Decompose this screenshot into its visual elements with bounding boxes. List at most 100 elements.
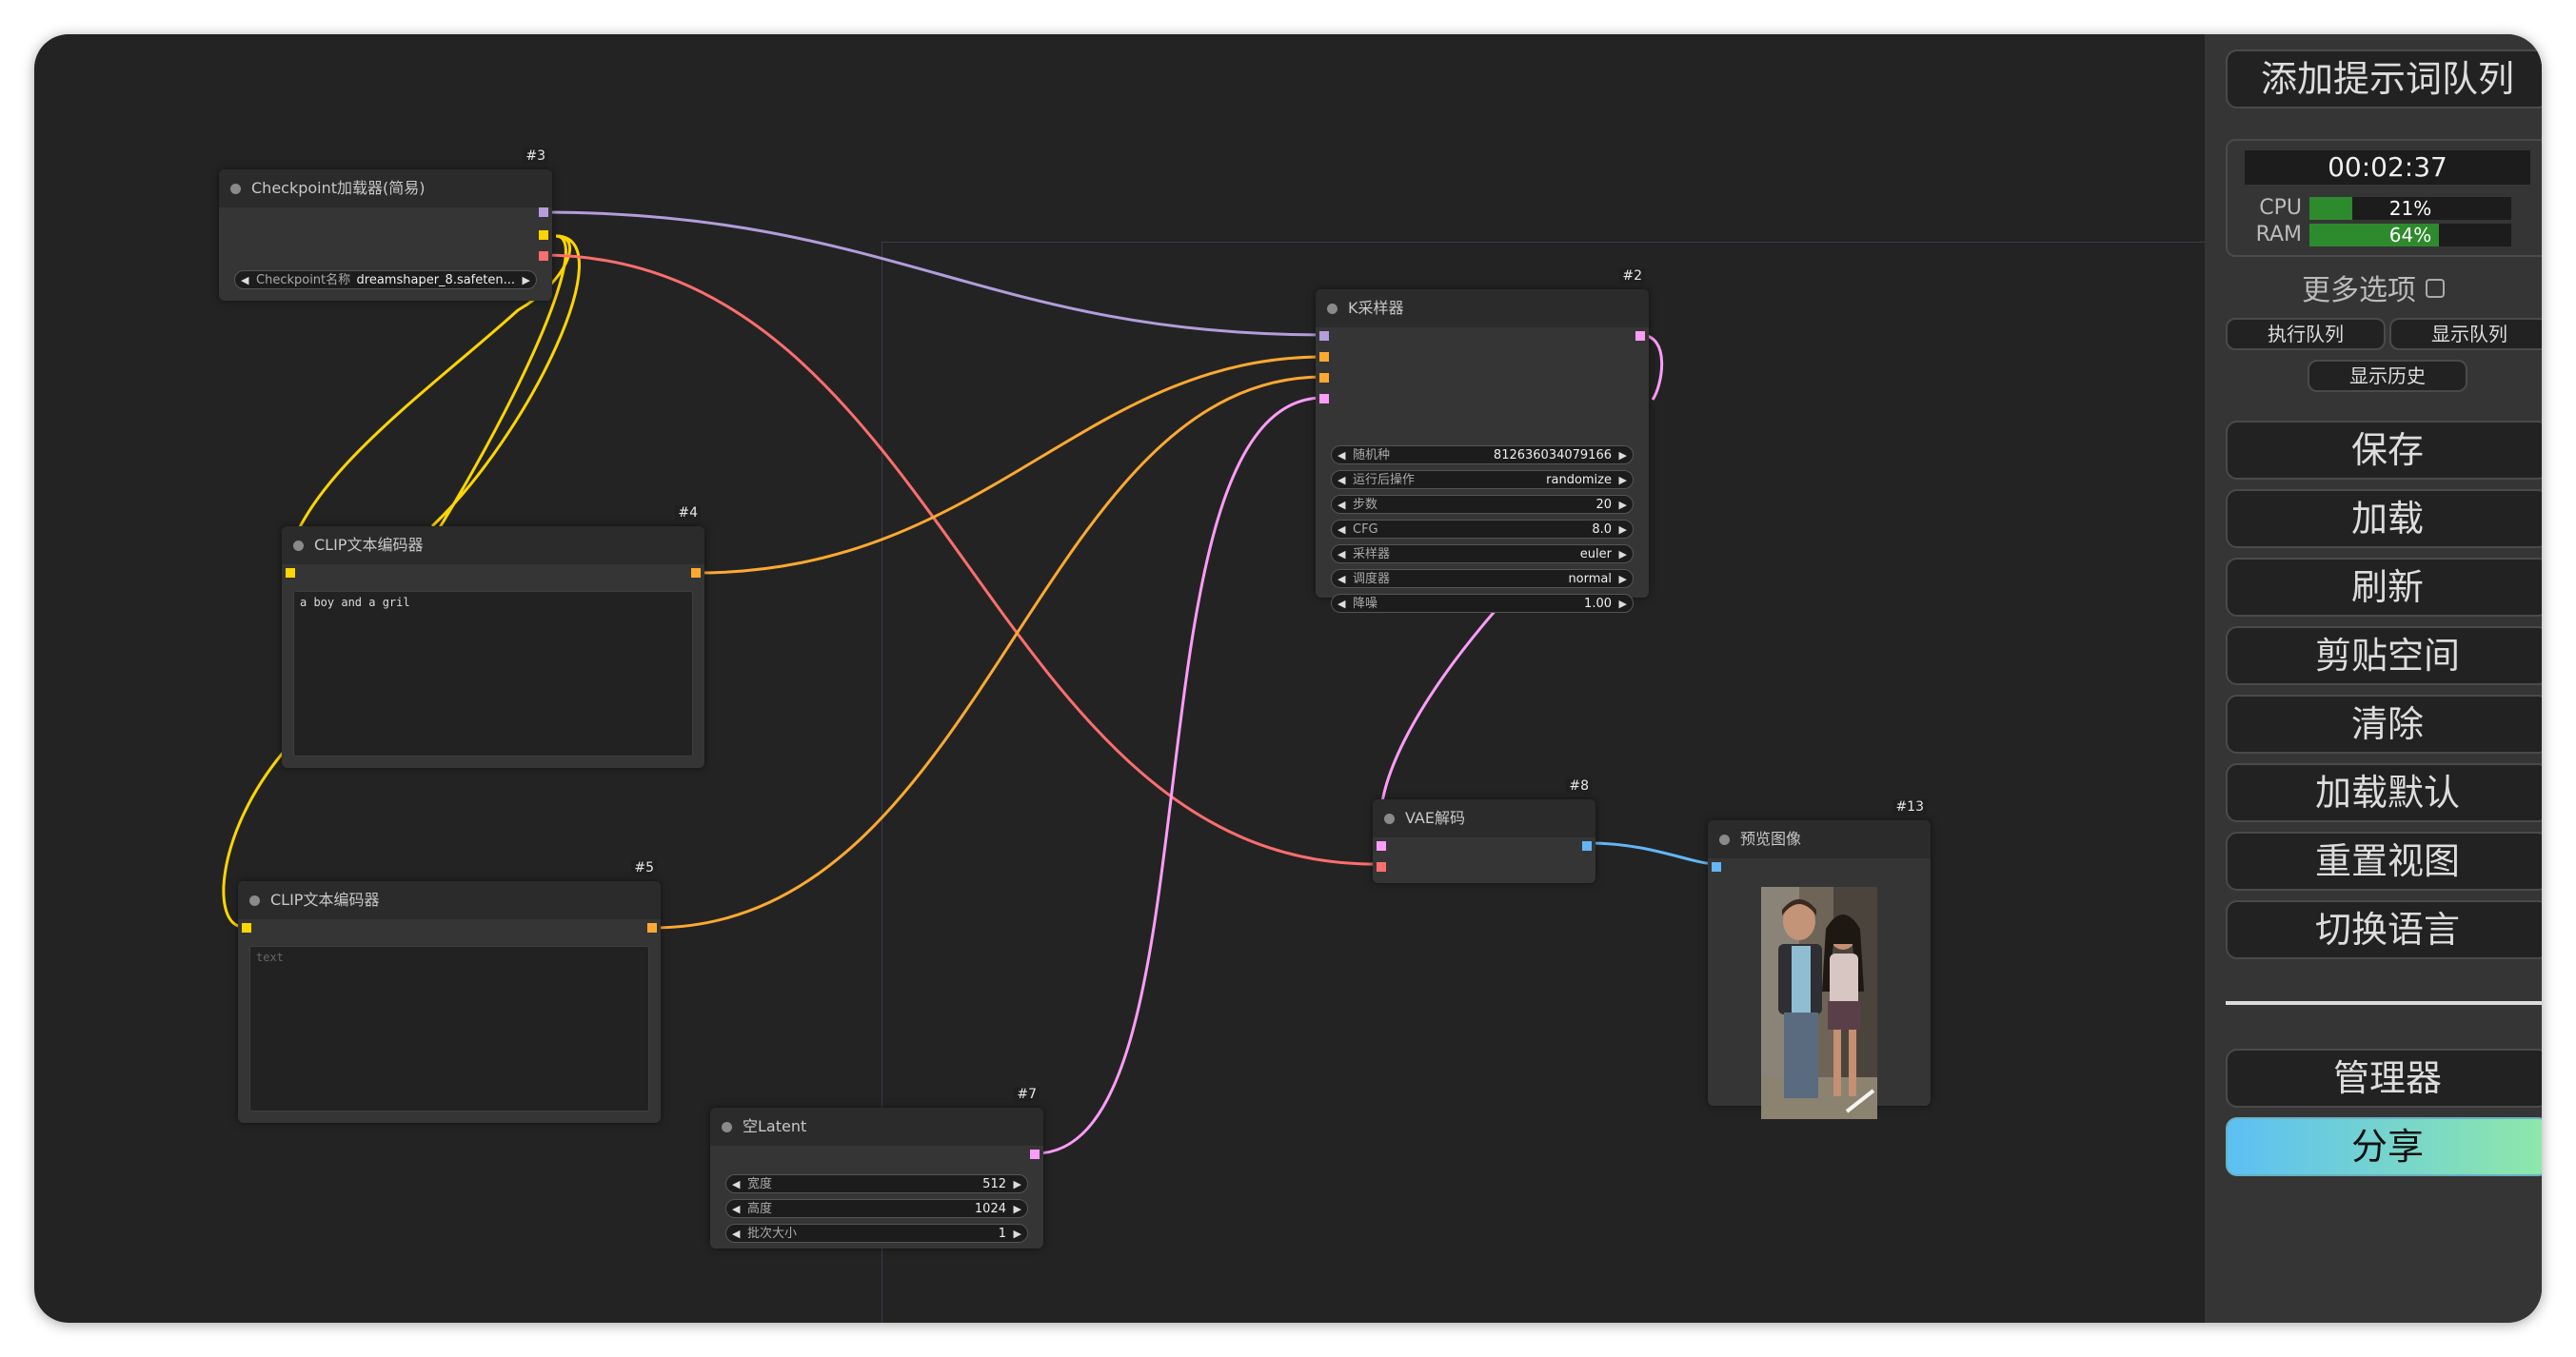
decrement-arrow-icon[interactable]: ◀ <box>732 1228 741 1240</box>
decrement-arrow-icon[interactable]: ◀ <box>732 1178 741 1190</box>
empty-latent-node[interactable]: #7 空Latent ◀ 宽度 512 ▶ ◀ 高度 1024 ▶ ◀ 批次大小… <box>710 1087 1043 1249</box>
checkbox-icon[interactable] <box>2426 279 2445 298</box>
node-title[interactable]: K采样器 <box>1316 289 1649 327</box>
widget-label: 高度 <box>747 1202 773 1216</box>
node-title[interactable]: Checkpoint加载器(简易) <box>219 169 552 207</box>
cfg-widget[interactable]: ◀ CFG 8.0 ▶ <box>1331 520 1634 539</box>
input-port-samples[interactable] <box>1377 841 1386 851</box>
checkpoint-loader-node[interactable]: #3 Checkpoint加载器(简易) ◀ Checkpoint名称 drea… <box>219 148 552 301</box>
increment-arrow-icon[interactable]: ▶ <box>1013 1178 1021 1190</box>
decrement-arrow-icon[interactable]: ◀ <box>1338 598 1346 610</box>
decrement-arrow-icon[interactable]: ◀ <box>1338 573 1346 585</box>
decrement-arrow-icon[interactable]: ◀ <box>241 274 249 286</box>
collapse-dot-icon[interactable] <box>1384 814 1395 824</box>
input-port-positive[interactable] <box>1319 352 1329 362</box>
decrement-arrow-icon[interactable]: ◀ <box>732 1203 741 1215</box>
output-port-latent[interactable] <box>1635 331 1645 341</box>
node-title[interactable]: 空Latent <box>710 1108 1043 1146</box>
show-queue-button[interactable]: 显示队列 <box>2389 318 2542 350</box>
output-port-model[interactable] <box>539 207 548 217</box>
save-button[interactable]: 保存 <box>2226 421 2542 480</box>
output-port-conditioning[interactable] <box>691 568 701 578</box>
increment-arrow-icon[interactable]: ▶ <box>1618 548 1627 560</box>
decrement-arrow-icon[interactable]: ◀ <box>1338 548 1346 560</box>
seed-widget[interactable]: ◀ 随机种 812636034079166 ▶ <box>1331 445 1634 464</box>
scheduler-widget[interactable]: ◀ 调度器 normal ▶ <box>1331 569 1634 588</box>
switch-language-button[interactable]: 切换语言 <box>2226 900 2542 959</box>
output-port-vae[interactable] <box>539 251 548 261</box>
ksampler-node[interactable]: #2 K采样器 ◀ 随机种 812636034079166 ▶ ◀ 运行后操作 … <box>1316 268 1649 613</box>
input-port-images[interactable] <box>1712 862 1721 872</box>
node-title-text: 预览图像 <box>1740 830 1802 848</box>
input-port-model[interactable] <box>1319 331 1329 341</box>
collapse-dot-icon[interactable] <box>1327 304 1338 314</box>
node-id: #5 <box>631 860 657 875</box>
increment-arrow-icon[interactable]: ▶ <box>1013 1203 1021 1215</box>
increment-arrow-icon[interactable]: ▶ <box>1618 598 1627 610</box>
load-button[interactable]: 加载 <box>2226 489 2542 548</box>
input-port-vae[interactable] <box>1377 862 1386 872</box>
collapse-dot-icon[interactable] <box>249 895 260 906</box>
collapse-dot-icon[interactable] <box>293 541 304 551</box>
clear-button[interactable]: 清除 <box>2226 695 2542 754</box>
collapse-dot-icon[interactable] <box>1719 835 1730 845</box>
output-port-clip[interactable] <box>539 230 548 240</box>
node-graph-canvas[interactable]: #3 Checkpoint加载器(简易) ◀ Checkpoint名称 drea… <box>34 34 2205 1323</box>
input-port-latent[interactable] <box>1319 394 1329 403</box>
clipspace-button[interactable]: 剪贴空间 <box>2226 626 2542 685</box>
node-title[interactable]: CLIP文本编码器 <box>282 526 704 564</box>
denoise-widget[interactable]: ◀ 降噪 1.00 ▶ <box>1331 594 1634 613</box>
node-title[interactable]: CLIP文本编码器 <box>238 881 661 919</box>
link-vae <box>541 253 1382 866</box>
input-port-negative[interactable] <box>1319 373 1329 383</box>
node-title[interactable]: 预览图像 <box>1708 820 1931 858</box>
more-options-toggle[interactable]: 更多选项 <box>2205 274 2542 308</box>
manager-button[interactable]: 管理器 <box>2226 1049 2542 1108</box>
batch-size-widget[interactable]: ◀ 批次大小 1 ▶ <box>725 1224 1028 1243</box>
decrement-arrow-icon[interactable]: ◀ <box>1338 499 1346 511</box>
widget-label: 采样器 <box>1353 547 1391 561</box>
collapse-dot-icon[interactable] <box>230 184 241 194</box>
node-title-text: Checkpoint加载器(简易) <box>251 179 426 197</box>
steps-widget[interactable]: ◀ 步数 20 ▶ <box>1331 495 1634 514</box>
queue-prompt-button[interactable]: 添加提示词队列 <box>2226 49 2542 108</box>
preview-image-node[interactable]: #13 预览图像 <box>1708 799 1931 1119</box>
view-queue-button[interactable]: 执行队列 <box>2226 318 2386 350</box>
load-default-button[interactable]: 加载默认 <box>2226 763 2542 822</box>
checkpoint-name-widget[interactable]: ◀ Checkpoint名称 dreamshaper_8.safeten... … <box>234 270 537 289</box>
node-title[interactable]: VAE解码 <box>1373 799 1595 837</box>
input-port-clip[interactable] <box>286 568 295 578</box>
increment-arrow-icon[interactable]: ▶ <box>1618 523 1627 536</box>
share-button[interactable]: 分享 <box>2226 1117 2542 1176</box>
output-port-conditioning[interactable] <box>647 923 657 933</box>
decrement-arrow-icon[interactable]: ◀ <box>1338 523 1346 536</box>
control-after-generate-widget[interactable]: ◀ 运行后操作 randomize ▶ <box>1331 470 1634 489</box>
decrement-arrow-icon[interactable]: ◀ <box>1338 474 1346 486</box>
reset-view-button[interactable]: 重置视图 <box>2226 832 2542 891</box>
output-port-image[interactable] <box>1582 841 1592 851</box>
ram-label: RAM <box>2255 223 2302 246</box>
increment-arrow-icon[interactable]: ▶ <box>1618 573 1627 585</box>
clip-text-encode-positive-node[interactable]: #4 CLIP文本编码器 a boy and a gril <box>282 505 704 768</box>
sampler-widget[interactable]: ◀ 采样器 euler ▶ <box>1331 544 1634 563</box>
increment-arrow-icon[interactable]: ▶ <box>1618 474 1627 486</box>
generated-image-preview[interactable] <box>1761 887 1877 1119</box>
collapse-dot-icon[interactable] <box>722 1122 732 1132</box>
increment-arrow-icon[interactable]: ▶ <box>1618 499 1627 511</box>
decrement-arrow-icon[interactable]: ◀ <box>1338 449 1346 462</box>
height-widget[interactable]: ◀ 高度 1024 ▶ <box>725 1199 1028 1218</box>
link-latent <box>1035 396 1324 1155</box>
increment-arrow-icon[interactable]: ▶ <box>1013 1228 1021 1240</box>
show-history-button[interactable]: 显示历史 <box>2308 360 2467 392</box>
prompt-textarea[interactable]: text <box>249 946 649 1111</box>
width-widget[interactable]: ◀ 宽度 512 ▶ <box>725 1174 1028 1193</box>
increment-arrow-icon[interactable]: ▶ <box>522 274 530 286</box>
refresh-button[interactable]: 刷新 <box>2226 558 2542 617</box>
output-port-latent[interactable] <box>1030 1150 1040 1159</box>
clip-text-encode-negative-node[interactable]: #5 CLIP文本编码器 text <box>238 860 661 1123</box>
prompt-textarea[interactable]: a boy and a gril <box>293 591 693 757</box>
input-port-clip[interactable] <box>242 923 251 933</box>
increment-arrow-icon[interactable]: ▶ <box>1618 449 1627 462</box>
vae-decode-node[interactable]: #8 VAE解码 <box>1373 778 1595 883</box>
elapsed-timer: 00:02:37 <box>2245 150 2530 185</box>
